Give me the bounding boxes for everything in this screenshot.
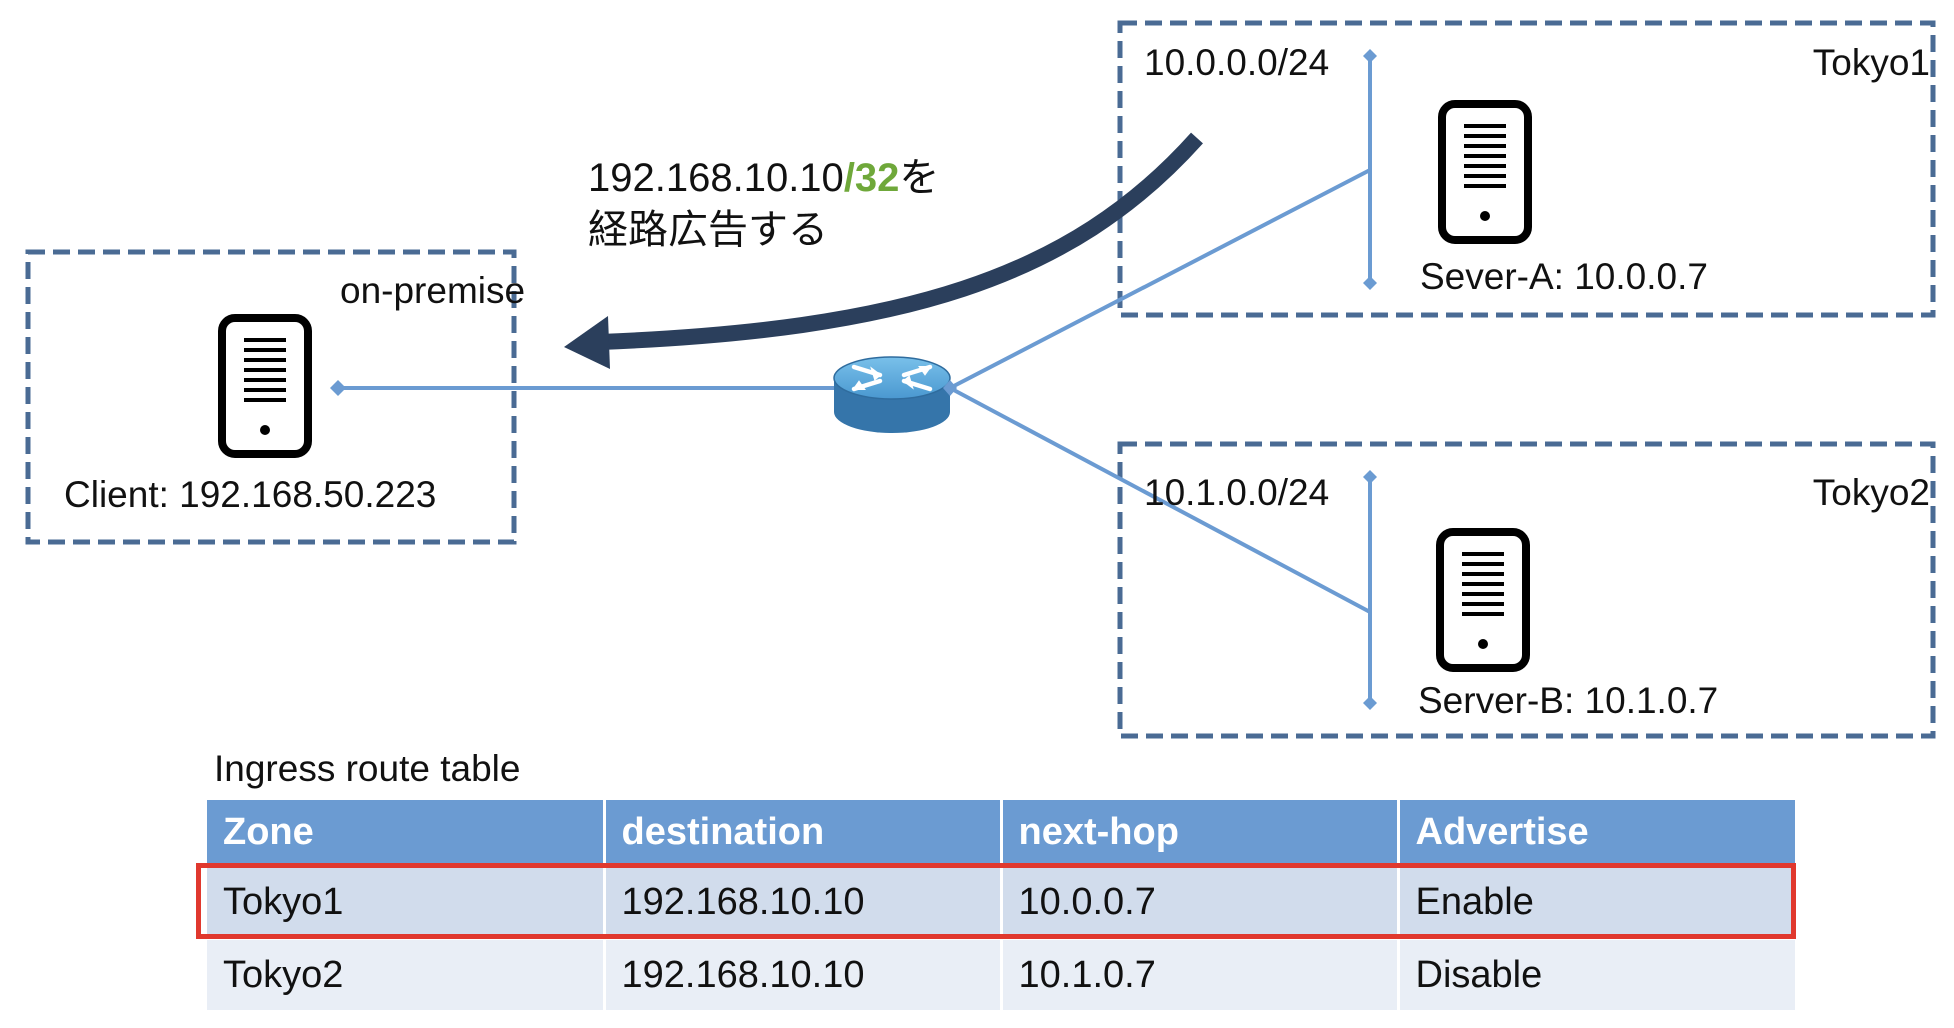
router-port-marker <box>943 380 957 396</box>
server-icon <box>1438 100 1532 244</box>
zone-label-onprem: on-premise <box>340 270 526 311</box>
server-a-label: Sever-A: 10.0.0.7 <box>1420 256 1708 297</box>
zone-label-tokyo2: Tokyo2 <box>1812 472 1930 513</box>
link-onprem-router <box>330 380 836 396</box>
table-cell-zone: Tokyo1 <box>207 864 606 939</box>
advertisement-text: 192.168.10.10/32を 経路広告する <box>588 152 939 256</box>
link-router-tokyo2 <box>949 386 1371 614</box>
table-header-row: Zone destination next-hop Advertise <box>207 800 1795 866</box>
zone-label-tokyo1: Tokyo1 <box>1812 42 1930 83</box>
zone-box-onprem <box>25 249 517 545</box>
table-cell-next-hop: 10.0.0.7 <box>1001 864 1400 939</box>
server-b-label: Server-B: 10.1.0.7 <box>1418 680 1719 721</box>
zone-box-tokyo1 <box>1117 20 1936 318</box>
route-table-title: Ingress route table <box>214 748 521 789</box>
table-cell-zone: Tokyo2 <box>207 937 606 1010</box>
link-router-tokyo1 <box>949 168 1371 390</box>
column-header-next-hop: next-hop <box>1001 800 1400 866</box>
advertised-suffix: を <box>899 156 940 200</box>
table-row: Tokyo2 192.168.10.10 10.1.0.7 Disable <box>207 937 1795 1010</box>
client-label: Client: 192.168.50.223 <box>64 474 437 515</box>
advertised-prefix: /32 <box>843 156 900 200</box>
route-advertisement-arrow <box>564 132 1203 369</box>
advertisement-line2: 経路広告する <box>588 208 828 252</box>
column-header-advertise: Advertise <box>1398 800 1795 866</box>
server-icon <box>218 314 312 458</box>
subnet-label-tokyo2: 10.1.0.0/24 <box>1144 472 1330 513</box>
ingress-route-table: Zone destination next-hop Advertise Toky… <box>207 800 1795 1010</box>
table-cell-advertise: Enable <box>1398 864 1795 939</box>
zone-box-tokyo2 <box>1117 441 1936 739</box>
column-header-zone: Zone <box>207 800 606 866</box>
subnet-line-tokyo1 <box>1363 49 1377 290</box>
table-cell-next-hop: 10.1.0.7 <box>1001 937 1400 1010</box>
router-icon <box>833 356 951 433</box>
column-header-destination: destination <box>604 800 1003 866</box>
subnet-line-tokyo2 <box>1363 470 1377 710</box>
table-cell-destination: 192.168.10.10 <box>604 864 1003 939</box>
table-row: Tokyo1 192.168.10.10 10.0.0.7 Enable <box>207 864 1795 939</box>
table-cell-destination: 192.168.10.10 <box>604 937 1003 1010</box>
subnet-label-tokyo1: 10.0.0.0/24 <box>1144 42 1330 83</box>
advertised-ip: 192.168.10.10 <box>588 156 844 200</box>
server-icon <box>1436 528 1530 672</box>
table-cell-advertise: Disable <box>1398 937 1795 1010</box>
